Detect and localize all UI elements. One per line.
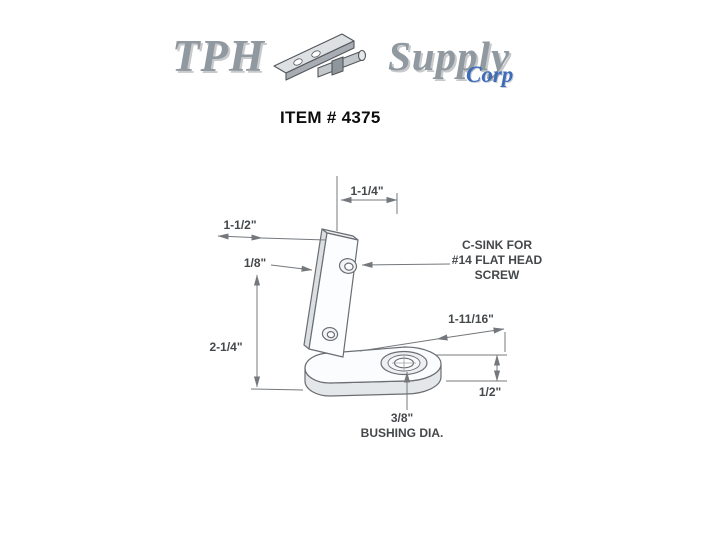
dim-plate-thickness (270, 264, 313, 272)
label-overall-height: 2-1/4" (209, 340, 242, 354)
label-csink-line1: C-SINK FOR (462, 238, 532, 252)
dimension-labels: 1-1/4" 1-1/2" 1/8" 2-1/4" C-SINK FOR #14… (209, 184, 542, 440)
label-bushing-caption: BUSHING DIA. (361, 426, 444, 440)
logo-word-corp: Corp (466, 62, 514, 87)
csink-leader (361, 261, 451, 268)
dim-leg-length (359, 327, 506, 352)
dim-overall-height (250, 274, 304, 391)
bracket-part-drawing (303, 228, 442, 397)
logo-word-supply: Supply (388, 33, 511, 79)
logo-word-tph: TPH (172, 31, 265, 81)
dim-plate-width (217, 233, 327, 241)
bushing-center-mark (392, 356, 416, 370)
label-top-offset: 1-1/4" (350, 184, 383, 198)
dim-top-offset (336, 176, 398, 231)
label-leg-length: 1-11/16" (448, 312, 494, 326)
countersunk-hole-bottom (321, 326, 339, 342)
label-base-height: 1/2" (479, 385, 501, 399)
label-bushing-diameter: 3/8" (391, 411, 413, 425)
logo-hinge-bracket-icon (273, 33, 367, 81)
countersunk-hole-top (338, 258, 358, 274)
label-plate-thickness: 1/8" (244, 256, 266, 270)
dim-base-height (436, 354, 507, 382)
label-plate-width: 1-1/2" (223, 218, 256, 232)
label-csink-line3: SCREW (475, 268, 520, 282)
label-csink-line2: #14 FLAT HEAD (452, 253, 543, 267)
dimension-lines (217, 176, 507, 410)
item-number-label: ITEM # 4375 (280, 108, 381, 127)
